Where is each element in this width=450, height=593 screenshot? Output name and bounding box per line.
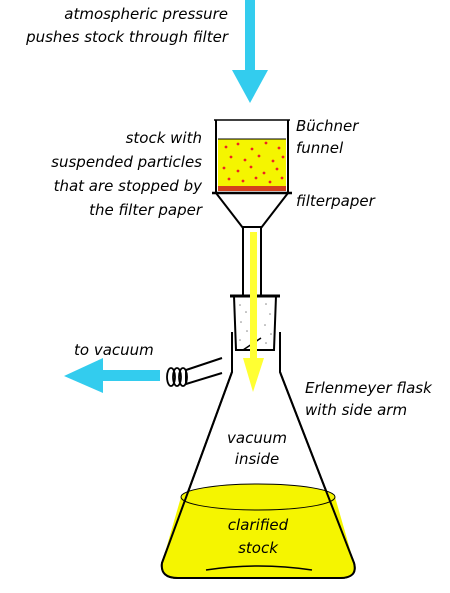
label-stock-line4: the filter paper [89, 201, 203, 219]
label-vacuum-line1: vacuum [227, 429, 287, 447]
suspended-particles [222, 141, 285, 184]
label-stock-line3: that are stopped by [54, 177, 204, 195]
label-vacuum-line2: inside [235, 450, 279, 468]
label-flask-line2: with side arm [305, 401, 407, 419]
label-flask-line1: Erlenmeyer flask [305, 379, 433, 397]
label-stock-line2: suspended particles [51, 153, 202, 171]
label-stock-line1: stock with [126, 129, 202, 147]
pressure-arrow [232, 0, 268, 103]
label-filterpaper: filterpaper [296, 192, 376, 210]
side-arm [166, 357, 223, 387]
filter-cake [218, 186, 286, 191]
label-pressure-line1: atmospheric pressure [64, 5, 228, 23]
label-clarified-line2: stock [238, 539, 279, 557]
vacuum-arrow [64, 358, 160, 393]
label-funnel-line2: funnel [296, 139, 344, 157]
label-to-vacuum: to vacuum [74, 341, 154, 359]
filtrate-flow-arrow [243, 232, 264, 392]
erlenmeyer-flask [160, 332, 356, 579]
label-pressure-line2: pushes stock through filter [25, 28, 229, 46]
label-clarified-line1: clarified [228, 516, 289, 534]
label-funnel-line1: Büchner [296, 117, 359, 135]
